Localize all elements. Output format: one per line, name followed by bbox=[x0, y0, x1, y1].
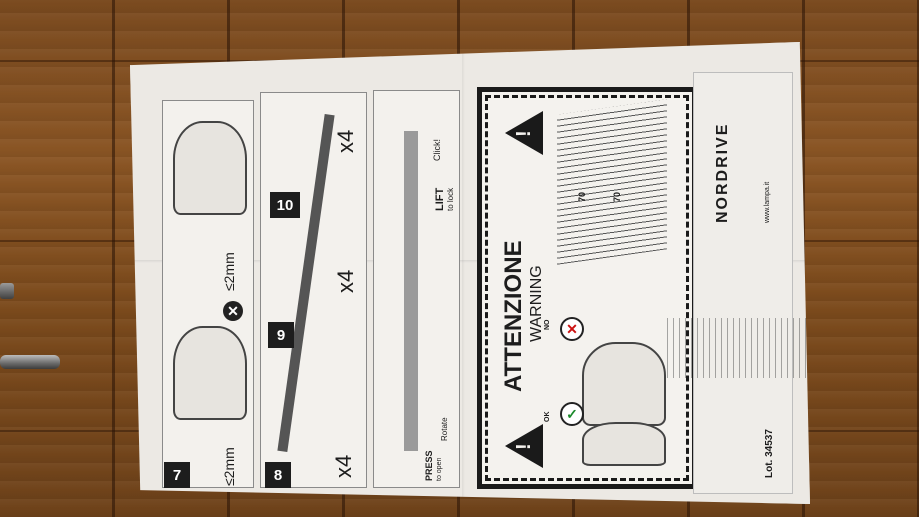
pen-cap-object bbox=[0, 283, 14, 299]
step-badge: 8 bbox=[265, 462, 291, 488]
measure-label: ≤2mm bbox=[221, 447, 237, 486]
website-label: www.lampa.it bbox=[764, 182, 771, 223]
paper-fold-vertical bbox=[462, 42, 465, 504]
car-front-drawing bbox=[582, 422, 666, 466]
lot-number: Lot. 34537 bbox=[764, 429, 775, 478]
press-sublabel: to open bbox=[436, 458, 443, 481]
info-panel: NORDRIVE www.lampa.it Lot. 34537 bbox=[693, 72, 793, 494]
click-label: Click! bbox=[432, 139, 442, 161]
lift-label: LIFT bbox=[434, 188, 446, 211]
no-label: NO bbox=[544, 320, 551, 331]
ok-label: OK bbox=[544, 412, 551, 423]
roof-bar-drawing bbox=[277, 114, 334, 452]
car-front-drawing bbox=[582, 342, 666, 426]
quantity-label: x4 bbox=[333, 270, 359, 293]
warning-triangle-icon bbox=[505, 111, 543, 155]
measurement-label: 70 bbox=[612, 192, 622, 202]
roof-bars-drawing bbox=[557, 99, 667, 264]
lock-steps-panel: Click! LIFT to lock PRESS to open Rotate bbox=[373, 90, 460, 488]
warning-triangle-icon bbox=[505, 424, 543, 468]
step-badge: 7 bbox=[164, 462, 190, 488]
brand-logo: NORDRIVE bbox=[714, 123, 732, 223]
car-roof-drawing bbox=[173, 121, 247, 215]
multilingual-notes bbox=[667, 318, 817, 378]
steps-8-10-panel: x4 x4 x4 bbox=[260, 92, 367, 488]
warning-title: ATTENZIONE bbox=[500, 240, 528, 392]
quantity-label: x4 bbox=[331, 455, 357, 478]
press-label: PRESS bbox=[424, 450, 434, 481]
ok-icon: ✓ bbox=[560, 402, 584, 426]
instruction-sheet: ≤2mm ≤2mm ✕ 7 x4 x4 x4 8 9 10 Click! LIF… bbox=[130, 42, 810, 504]
step-badge: 10 bbox=[270, 192, 300, 218]
warning-subtitle: WARNING bbox=[528, 265, 546, 342]
step-7-panel: ≤2mm ≤2mm ✕ bbox=[162, 100, 254, 488]
rotate-label: Rotate bbox=[440, 417, 449, 441]
measurement-label: 70 bbox=[577, 192, 587, 202]
no-icon: ✕ bbox=[223, 301, 243, 321]
bar-end-drawing bbox=[404, 131, 418, 451]
car-roof-drawing bbox=[173, 326, 247, 420]
lift-sublabel: to lock bbox=[446, 188, 455, 211]
no-icon: ✕ bbox=[560, 317, 584, 341]
quantity-label: x4 bbox=[333, 130, 359, 153]
measure-label: ≤2mm bbox=[221, 252, 237, 291]
pen-object bbox=[0, 355, 60, 369]
step-badge: 9 bbox=[268, 322, 294, 348]
warning-box: ATTENZIONE WARNING 70 70 ✕ NO ✓ OK bbox=[477, 87, 697, 489]
